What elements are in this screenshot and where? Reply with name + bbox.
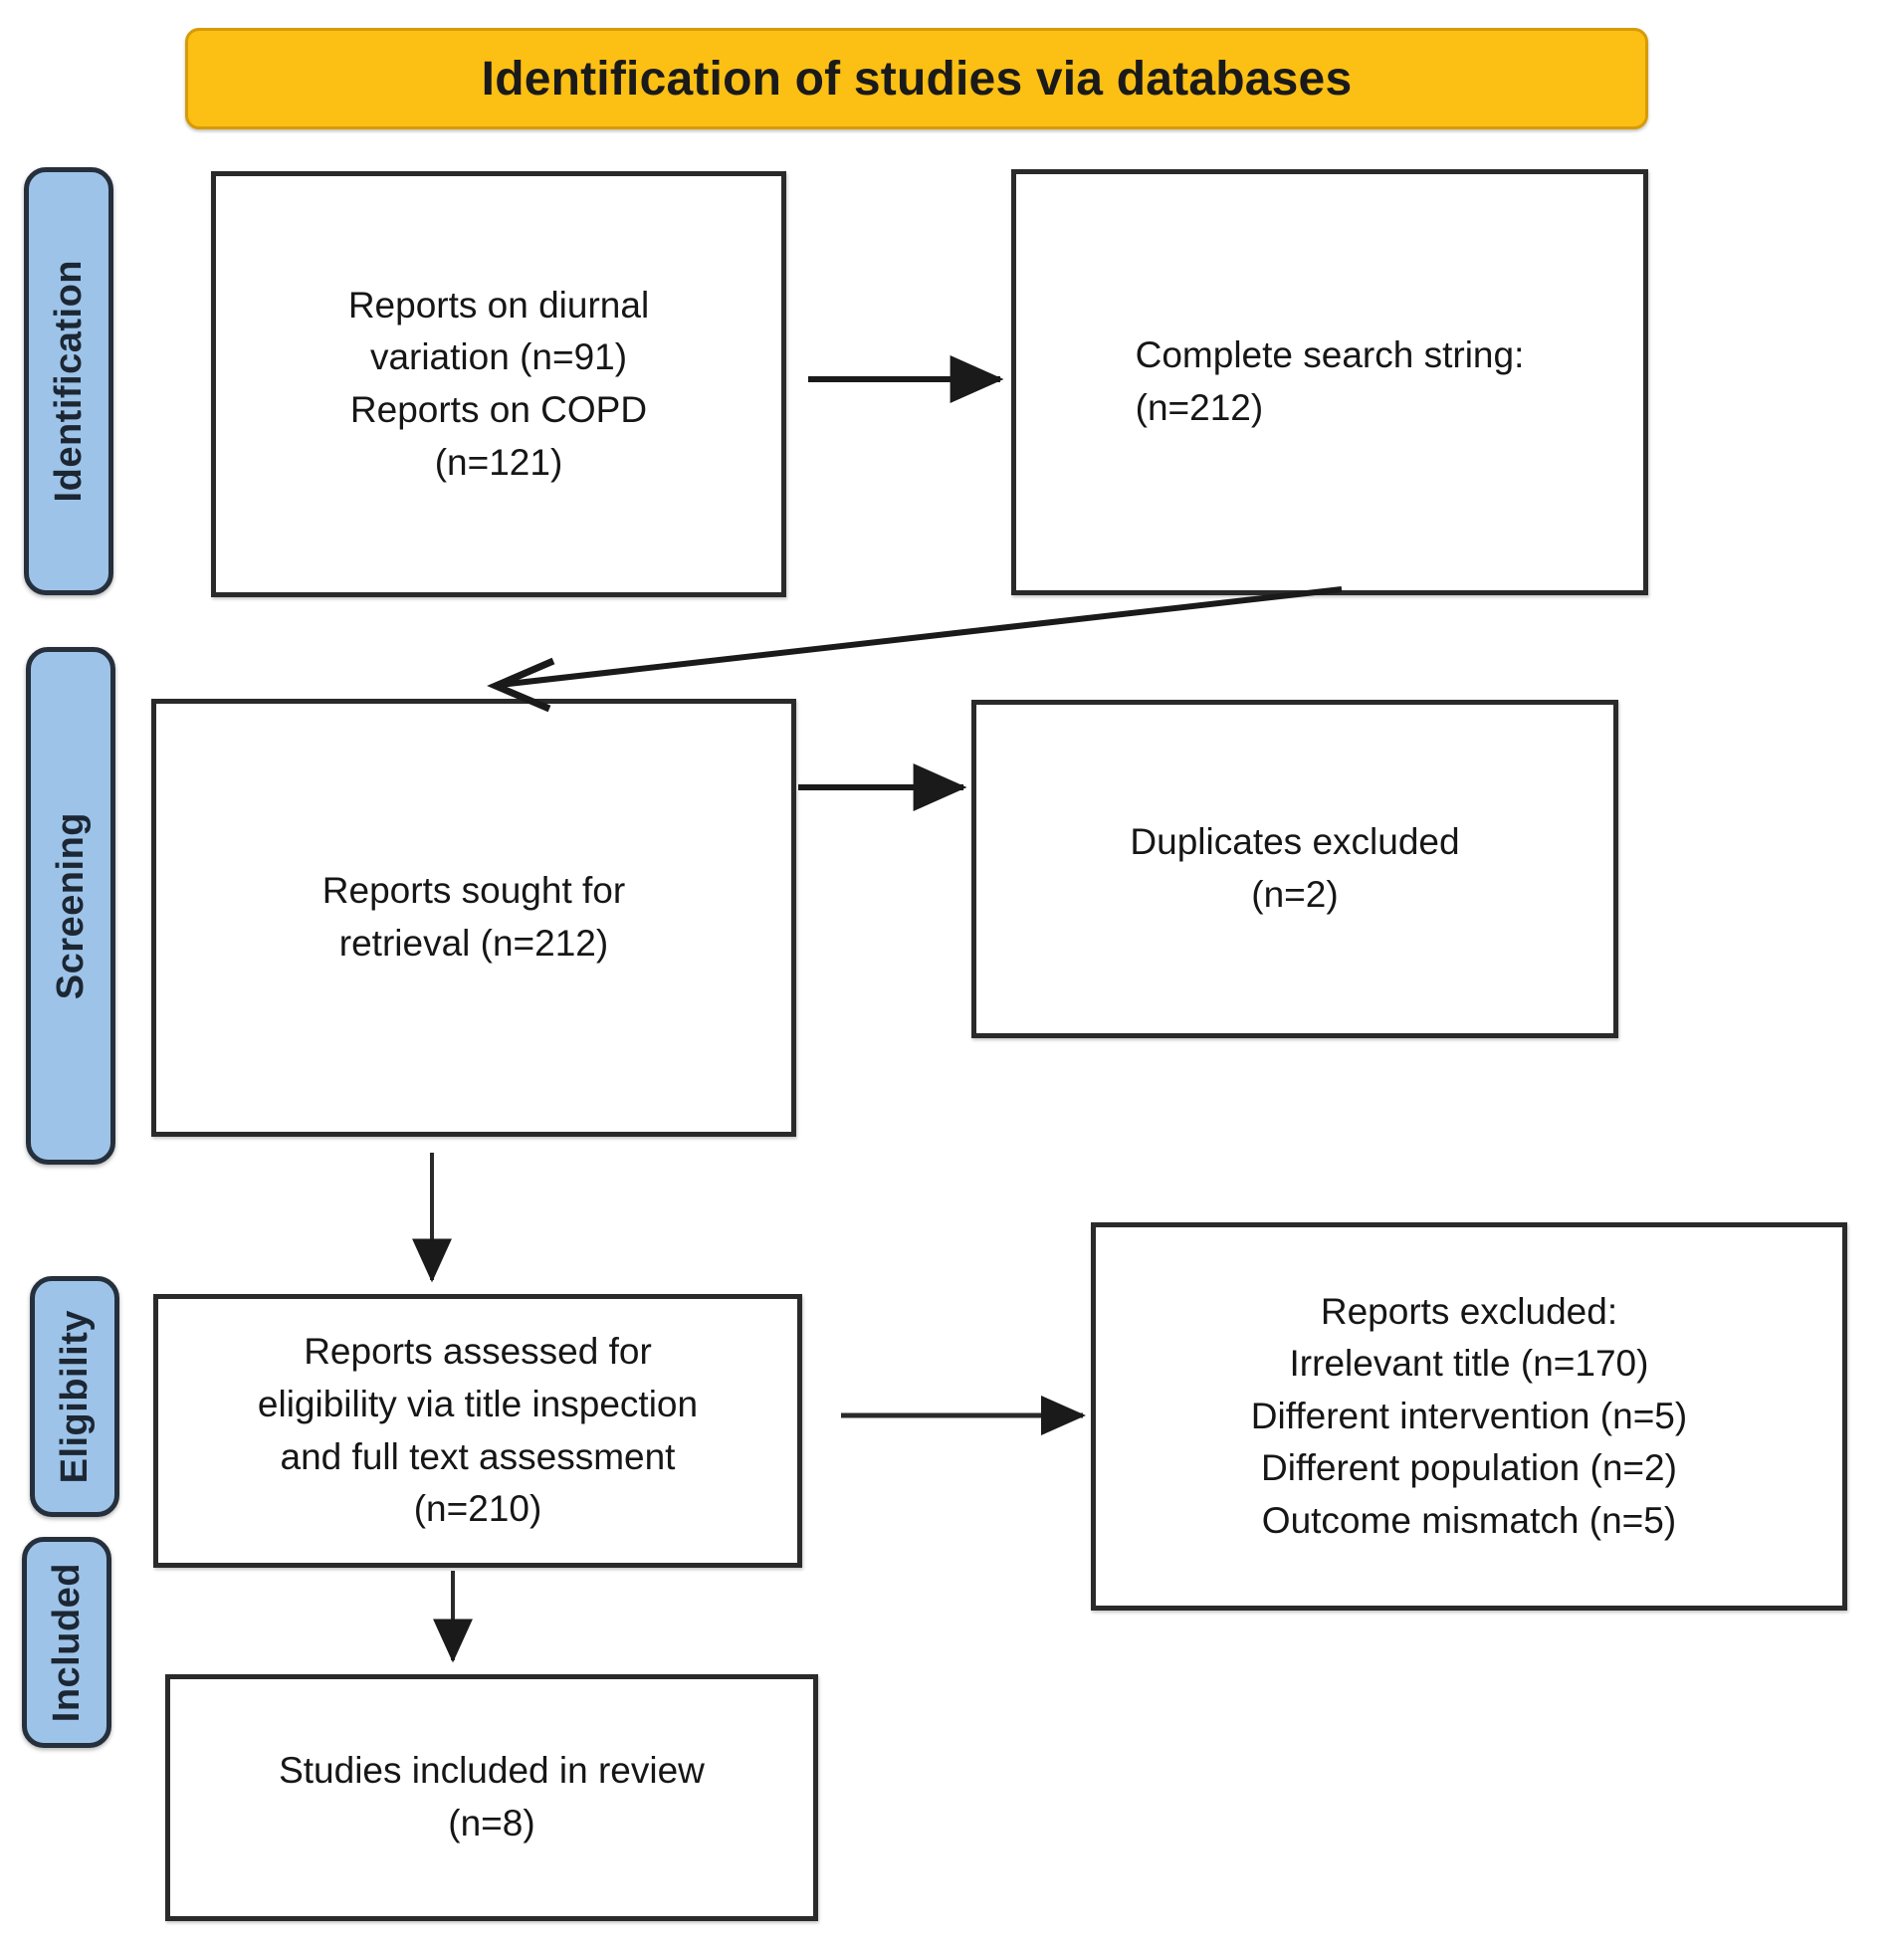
- box-reports-sought-for-retrieval-text: Reports sought for retrieval (n=212): [321, 870, 626, 964]
- box-complete-search-string-text: Complete search string: (n=212): [1135, 334, 1525, 428]
- box-reports-excluded-text: Reports excluded: Irrelevant title (n=17…: [1250, 1290, 1688, 1541]
- box-studies-included-in-review-text: Studies included in review (n=8): [279, 1750, 705, 1843]
- box-reports-excluded: Reports excluded: Irrelevant title (n=17…: [1091, 1222, 1847, 1611]
- stage-rail-screening: Screening: [26, 647, 115, 1165]
- stage-rail-identification: Identification: [24, 167, 113, 595]
- stage-rail-included: Included: [22, 1537, 111, 1748]
- box-complete-search-string: Complete search string: (n=212): [1011, 169, 1648, 595]
- box-reports-assessed-for-eligibility: Reports assessed for eligibility via tit…: [153, 1294, 802, 1568]
- stage-rail-eligibility: Eligibility: [30, 1276, 119, 1517]
- box-reports-assessed-for-eligibility-text: Reports assessed for eligibility via tit…: [257, 1331, 699, 1530]
- banner-title: Identification of studies via databases: [481, 52, 1353, 106]
- box-duplicates-excluded: Duplicates excluded (n=2): [971, 700, 1618, 1038]
- box-reports-found-text: Reports on diurnal variation (n=91) Repo…: [347, 284, 650, 483]
- box-duplicates-excluded-text: Duplicates excluded (n=2): [1130, 821, 1460, 915]
- identification-banner: Identification of studies via databases: [185, 28, 1648, 129]
- box-reports-sought-for-retrieval: Reports sought for retrieval (n=212): [151, 699, 796, 1137]
- connector-search-to-sought: [487, 586, 1343, 713]
- box-studies-included-in-review: Studies included in review (n=8): [165, 1674, 818, 1921]
- box-reports-found: Reports on diurnal variation (n=91) Repo…: [211, 171, 786, 597]
